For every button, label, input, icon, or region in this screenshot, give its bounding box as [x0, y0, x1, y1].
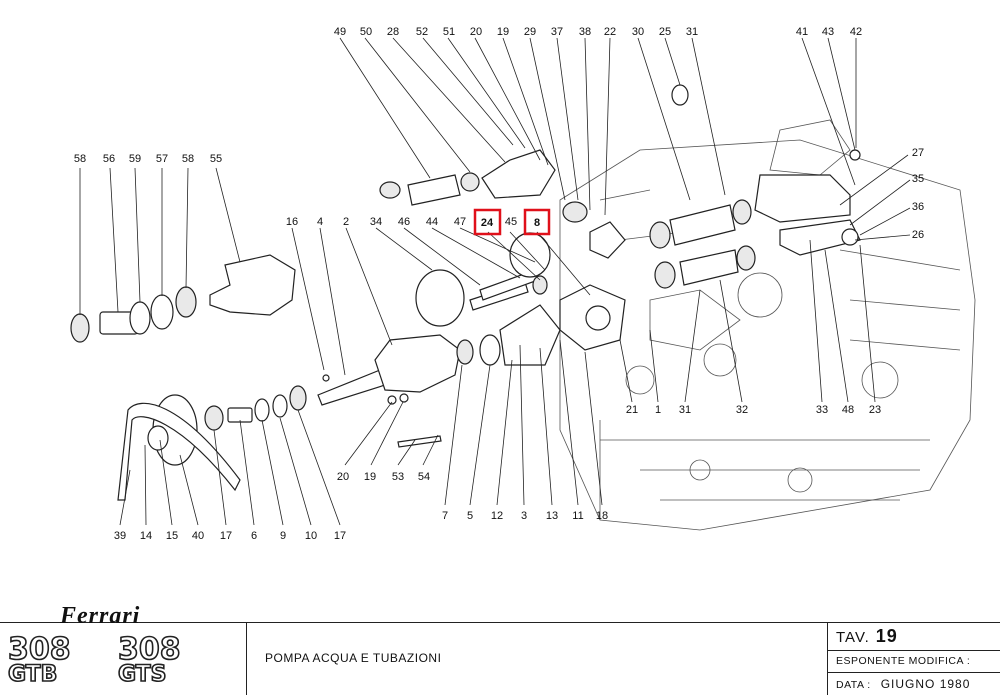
callout: 10 — [305, 530, 317, 542]
model-variant: GTB — [7, 662, 58, 687]
highlight-box-8 — [523, 208, 551, 236]
callout: 1 — [655, 404, 661, 416]
callout: 48 — [842, 404, 854, 416]
callout: 14 — [140, 530, 152, 542]
leader-lines — [79, 37, 911, 526]
titleblock-divider — [246, 622, 247, 695]
callout: 22 — [604, 26, 616, 38]
highlight-box-24 — [473, 208, 502, 236]
callout: 17 — [220, 530, 232, 542]
callout: 20 — [337, 471, 349, 483]
callout: 28 — [387, 26, 399, 38]
callout: 58 — [74, 153, 86, 165]
date-label: DATA : — [836, 679, 871, 691]
callout: 58 — [182, 153, 194, 165]
callouts-bottom: 39 14 15 40 17 6 9 10 17 20 19 53 54 7 5… — [114, 471, 608, 542]
titleblock-top-rule — [0, 622, 1000, 623]
callout: 29 — [524, 26, 536, 38]
parts-drawing — [70, 84, 861, 501]
callout: 42 — [850, 26, 862, 38]
callout: 41 — [796, 26, 808, 38]
callout: 34 — [370, 216, 382, 228]
callouts-left: 58 56 59 57 58 55 — [74, 153, 222, 165]
callout: 25 — [659, 26, 671, 38]
callout: 54 — [418, 471, 430, 483]
callout: 11 — [572, 510, 583, 522]
callout: 45 — [505, 216, 517, 228]
callout: 46 — [398, 216, 410, 228]
callout: 21 — [626, 404, 638, 416]
callout: 15 — [166, 530, 178, 542]
callout: 52 — [416, 26, 428, 38]
callout: 19 — [364, 471, 376, 483]
callout: 47 — [454, 216, 466, 228]
callout: 56 — [103, 153, 115, 165]
callout: 19 — [497, 26, 509, 38]
callout: 31 — [679, 404, 691, 416]
callout: 44 — [426, 216, 438, 228]
callout: 33 — [816, 404, 828, 416]
callout: 49 — [334, 26, 346, 38]
plate-title: POMPA ACQUA E TUBAZIONI — [265, 651, 442, 665]
callout: 59 — [129, 153, 141, 165]
callout: 38 — [579, 26, 591, 38]
callout: 35 — [912, 173, 924, 185]
titleblock-row-rule — [827, 672, 1000, 673]
callout: 12 — [491, 510, 503, 522]
callout: 13 — [546, 510, 558, 522]
callout: 17 — [334, 530, 346, 542]
model-308-gtb-logo: 308 GTB — [7, 634, 71, 687]
callouts-top: 49 50 28 52 51 20 19 29 37 38 22 30 25 3… — [334, 26, 862, 38]
callout: 2 — [343, 216, 349, 228]
callout: 53 — [392, 471, 404, 483]
titleblock-divider — [827, 622, 828, 695]
date-value: GIUGNO 1980 — [880, 677, 971, 691]
callout-highlighted: 8 — [534, 217, 540, 229]
callout-highlighted: 24 — [481, 217, 494, 229]
callout: 50 — [360, 26, 372, 38]
callout: 36 — [912, 201, 924, 213]
ferrari-logo: Ferrari — [60, 603, 141, 629]
model-number: 308 — [117, 632, 181, 667]
callout: 51 — [443, 26, 455, 38]
model-number: 308 — [7, 632, 71, 667]
callout: 55 — [210, 153, 222, 165]
callout: 57 — [156, 153, 168, 165]
callout: 31 — [686, 26, 698, 38]
callout: 43 — [822, 26, 834, 38]
callout: 9 — [280, 530, 286, 542]
callout: 20 — [470, 26, 482, 38]
callout: 32 — [736, 404, 748, 416]
callout: 7 — [442, 510, 448, 522]
callout: 16 — [286, 216, 298, 228]
callout: 4 — [317, 216, 323, 228]
callout: 30 — [632, 26, 644, 38]
callout: 37 — [551, 26, 563, 38]
callout: 5 — [467, 510, 473, 522]
callouts-lower-mid: 21 1 31 32 33 48 23 — [626, 404, 881, 416]
callout: 39 — [114, 530, 126, 542]
model-variant: GTS — [117, 662, 167, 687]
callout: 3 — [521, 510, 527, 522]
esponente-modifica: ESPONENTE MODIFICA : — [836, 655, 971, 667]
callouts-right: 27 35 36 26 — [912, 147, 924, 241]
tav-label: TAV. — [836, 629, 870, 646]
callout: 18 — [596, 510, 608, 522]
callout: 6 — [251, 530, 257, 542]
callout: 27 — [912, 147, 924, 159]
model-308-gts-logo: 308 GTS — [117, 634, 181, 687]
exploded-parts-diagram: 49 50 28 52 51 20 19 29 37 38 22 30 25 3… — [70, 26, 976, 542]
plate-date: DATA : GIUGNO 1980 — [836, 677, 970, 691]
callout: 26 — [912, 229, 924, 241]
tav-number: 19 — [875, 626, 898, 646]
callout: 40 — [192, 530, 204, 542]
titleblock-row-rule — [827, 650, 1000, 651]
callout: 23 — [869, 404, 881, 416]
plate-number: TAV. 19 — [836, 626, 898, 647]
callouts-mid: 16 4 2 34 46 44 47 24 45 8 — [286, 208, 551, 236]
